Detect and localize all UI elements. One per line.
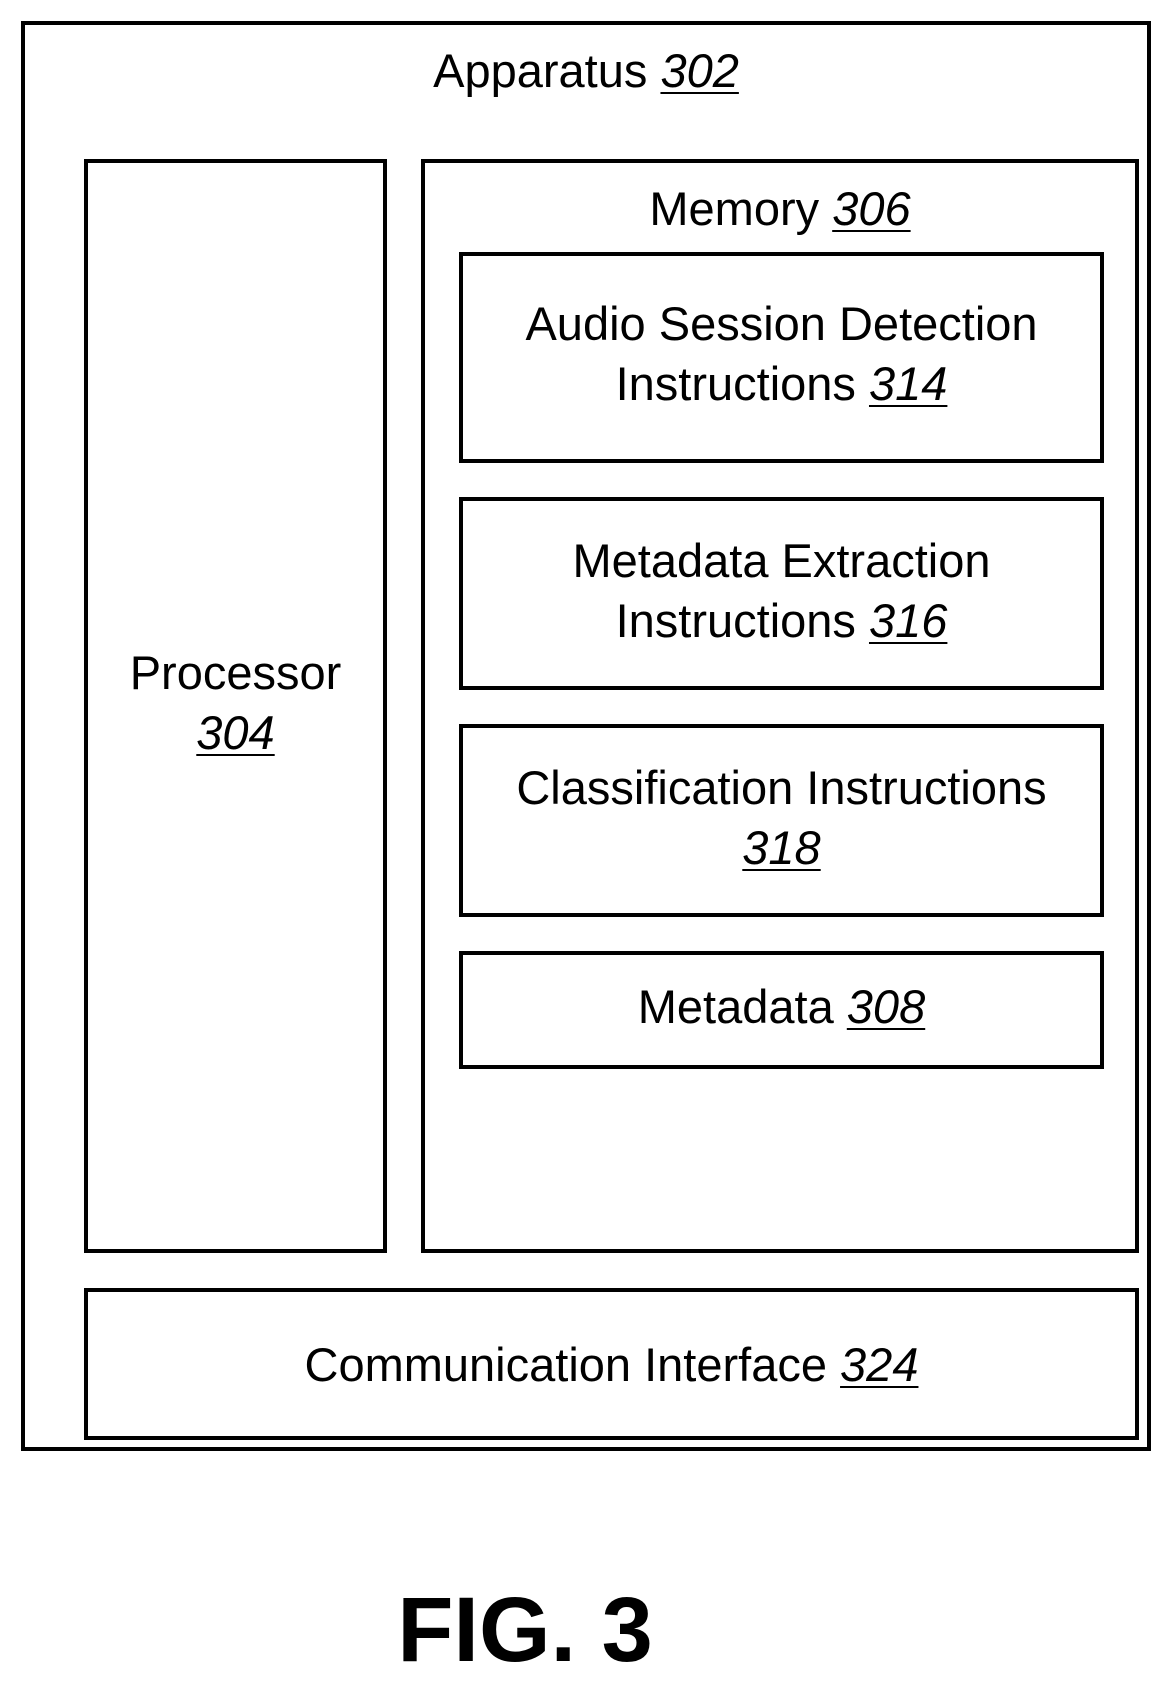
metadata-extraction-line1: Metadata Extraction bbox=[573, 534, 991, 587]
figure-title: FIG. 3 bbox=[0, 1580, 1050, 1680]
metadata-extraction-ref: 316 bbox=[869, 594, 947, 647]
processor-name: Processor bbox=[130, 646, 342, 699]
communication-interface-ref: 324 bbox=[840, 1338, 918, 1391]
memory-label: Memory 306 bbox=[425, 179, 1135, 239]
metadata-extraction-box: Metadata Extraction Instructions 316 bbox=[459, 497, 1104, 690]
classification-instructions-ref: 318 bbox=[742, 821, 820, 874]
apparatus-box: Apparatus 302 Processor 304 Memory 306 A… bbox=[21, 21, 1151, 1451]
metadata-extraction-line2: Instructions bbox=[616, 594, 856, 647]
classification-instructions-box: Classification Instructions 318 bbox=[459, 724, 1104, 917]
apparatus-label: Apparatus 302 bbox=[25, 41, 1147, 101]
memory-box: Memory 306 Audio Session Detection Instr… bbox=[421, 159, 1139, 1253]
communication-interface-name: Communication Interface bbox=[305, 1338, 827, 1391]
metadata-box: Metadata 308 bbox=[459, 951, 1104, 1069]
metadata-extraction-label: Metadata Extraction Instructions 316 bbox=[463, 531, 1100, 651]
communication-interface-box: Communication Interface 324 bbox=[84, 1288, 1139, 1440]
audio-session-detection-label: Audio Session Detection Instructions 314 bbox=[463, 294, 1100, 414]
memory-ref: 306 bbox=[832, 182, 910, 235]
metadata-label: Metadata 308 bbox=[463, 977, 1100, 1037]
audio-session-detection-ref: 314 bbox=[869, 357, 947, 410]
metadata-ref: 308 bbox=[847, 980, 925, 1033]
audio-session-detection-box: Audio Session Detection Instructions 314 bbox=[459, 252, 1104, 463]
processor-ref: 304 bbox=[196, 706, 274, 759]
metadata-name: Metadata bbox=[638, 980, 834, 1033]
communication-interface-label: Communication Interface 324 bbox=[88, 1335, 1135, 1395]
processor-box: Processor 304 bbox=[84, 159, 387, 1253]
audio-session-detection-line2: Instructions bbox=[616, 357, 856, 410]
classification-instructions-line1: Classification Instructions bbox=[516, 761, 1046, 814]
processor-label: Processor 304 bbox=[88, 643, 383, 763]
apparatus-ref: 302 bbox=[660, 44, 738, 97]
memory-name: Memory bbox=[649, 182, 819, 235]
apparatus-name: Apparatus bbox=[433, 44, 647, 97]
classification-instructions-label: Classification Instructions 318 bbox=[463, 758, 1100, 878]
audio-session-detection-line1: Audio Session Detection bbox=[525, 297, 1037, 350]
